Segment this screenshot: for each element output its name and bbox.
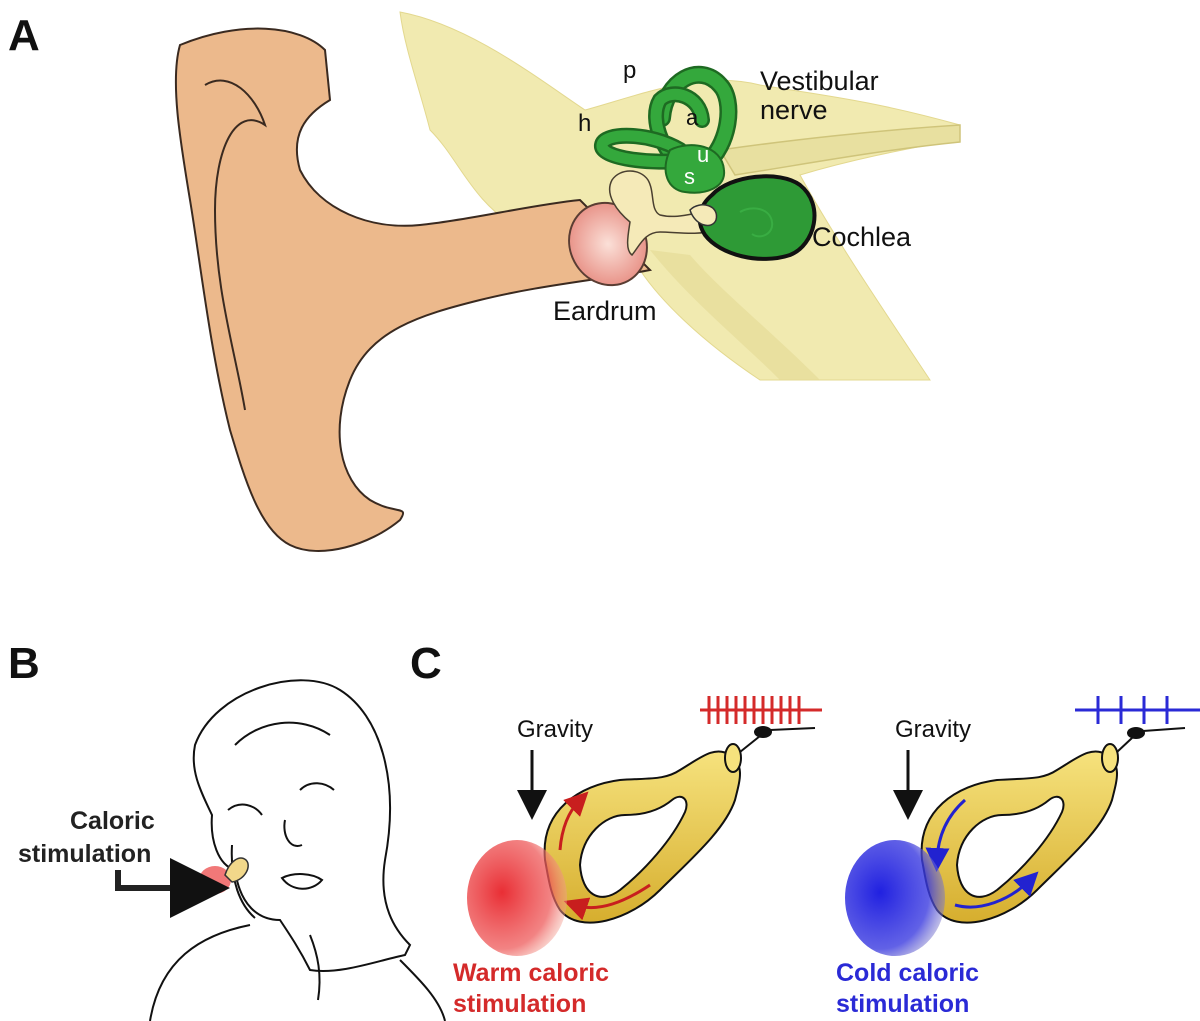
label-s: s [684,164,695,189]
cochlea-label: Cochlea [812,222,912,252]
cold-stimulus-blob [845,840,945,956]
gravity-label-right: Gravity [895,716,971,743]
panel-c-letter: C [410,639,442,688]
label-u: u [697,142,709,167]
caloric-label-1: Caloric [70,807,155,835]
warm-label-2: stimulation [453,990,586,1018]
caloric-label-2: stimulation [18,840,151,868]
label-p: p [623,57,636,84]
vestibular-nerve-label-1: Vestibular [760,66,879,96]
warm-stimulus-blob [467,840,567,956]
cold-label-2: stimulation [836,990,969,1018]
cold-label-1: Cold caloric [836,959,979,987]
warm-label-1: Warm caloric [453,959,609,987]
panel-b-letter: B [8,639,40,688]
label-a-canal: a [686,105,699,130]
warm-canal [545,726,815,923]
eardrum-label: Eardrum [553,296,657,326]
panel-a-letter: A [8,11,40,60]
cold-canal [922,727,1185,923]
patient-head [150,680,445,1021]
vestibular-nerve-label-2: nerve [760,95,828,125]
gravity-label-left: Gravity [517,716,593,743]
cold-spike-train [1075,696,1200,724]
label-h: h [578,110,591,137]
caloric-arrow [118,870,200,888]
warm-spike-train [700,696,822,724]
